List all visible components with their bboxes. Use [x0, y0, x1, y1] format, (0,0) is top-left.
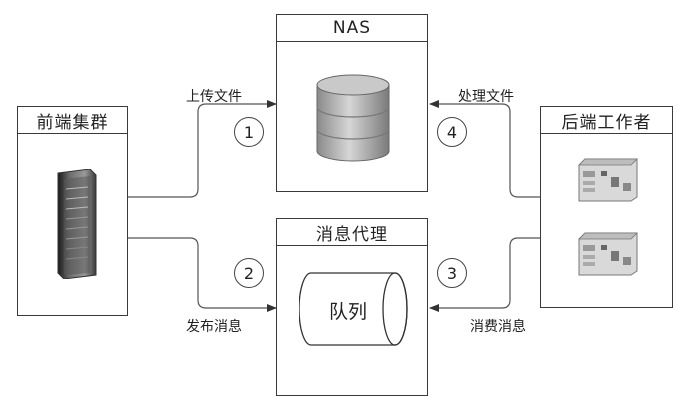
upload-arrow — [127, 100, 277, 198]
broker-title: 消息代理 — [277, 219, 427, 246]
step-2-badge: 2 — [234, 258, 264, 288]
queue-label: 队列 — [329, 301, 368, 323]
workers-title: 后端工作者 — [541, 107, 672, 134]
upload-label: 上传文件 — [186, 89, 242, 105]
server-tower-icon — [57, 169, 97, 279]
server-unit-icon — [578, 158, 638, 202]
step-3-badge: 3 — [437, 258, 467, 288]
workers-box: 后端工作者 — [540, 106, 673, 308]
server-unit-icon — [578, 232, 638, 276]
publish-arrow — [127, 237, 277, 312]
consume-arrow — [429, 237, 540, 312]
publish-label: 发布消息 — [186, 319, 242, 335]
frontend-box: 前端集群 — [17, 106, 128, 316]
nas-box: NAS — [276, 14, 428, 192]
process-label: 处理文件 — [458, 89, 514, 105]
process-arrow — [429, 100, 540, 198]
nas-title: NAS — [277, 15, 427, 42]
step-1-badge: 1 — [234, 117, 264, 147]
broker-box: 消息代理 队列 — [276, 218, 428, 396]
frontend-title: 前端集群 — [18, 107, 127, 134]
queue-cylinder-icon — [299, 272, 408, 346]
consume-label: 消费消息 — [470, 319, 526, 335]
step-4-badge: 4 — [437, 117, 467, 147]
database-icon — [316, 74, 390, 162]
